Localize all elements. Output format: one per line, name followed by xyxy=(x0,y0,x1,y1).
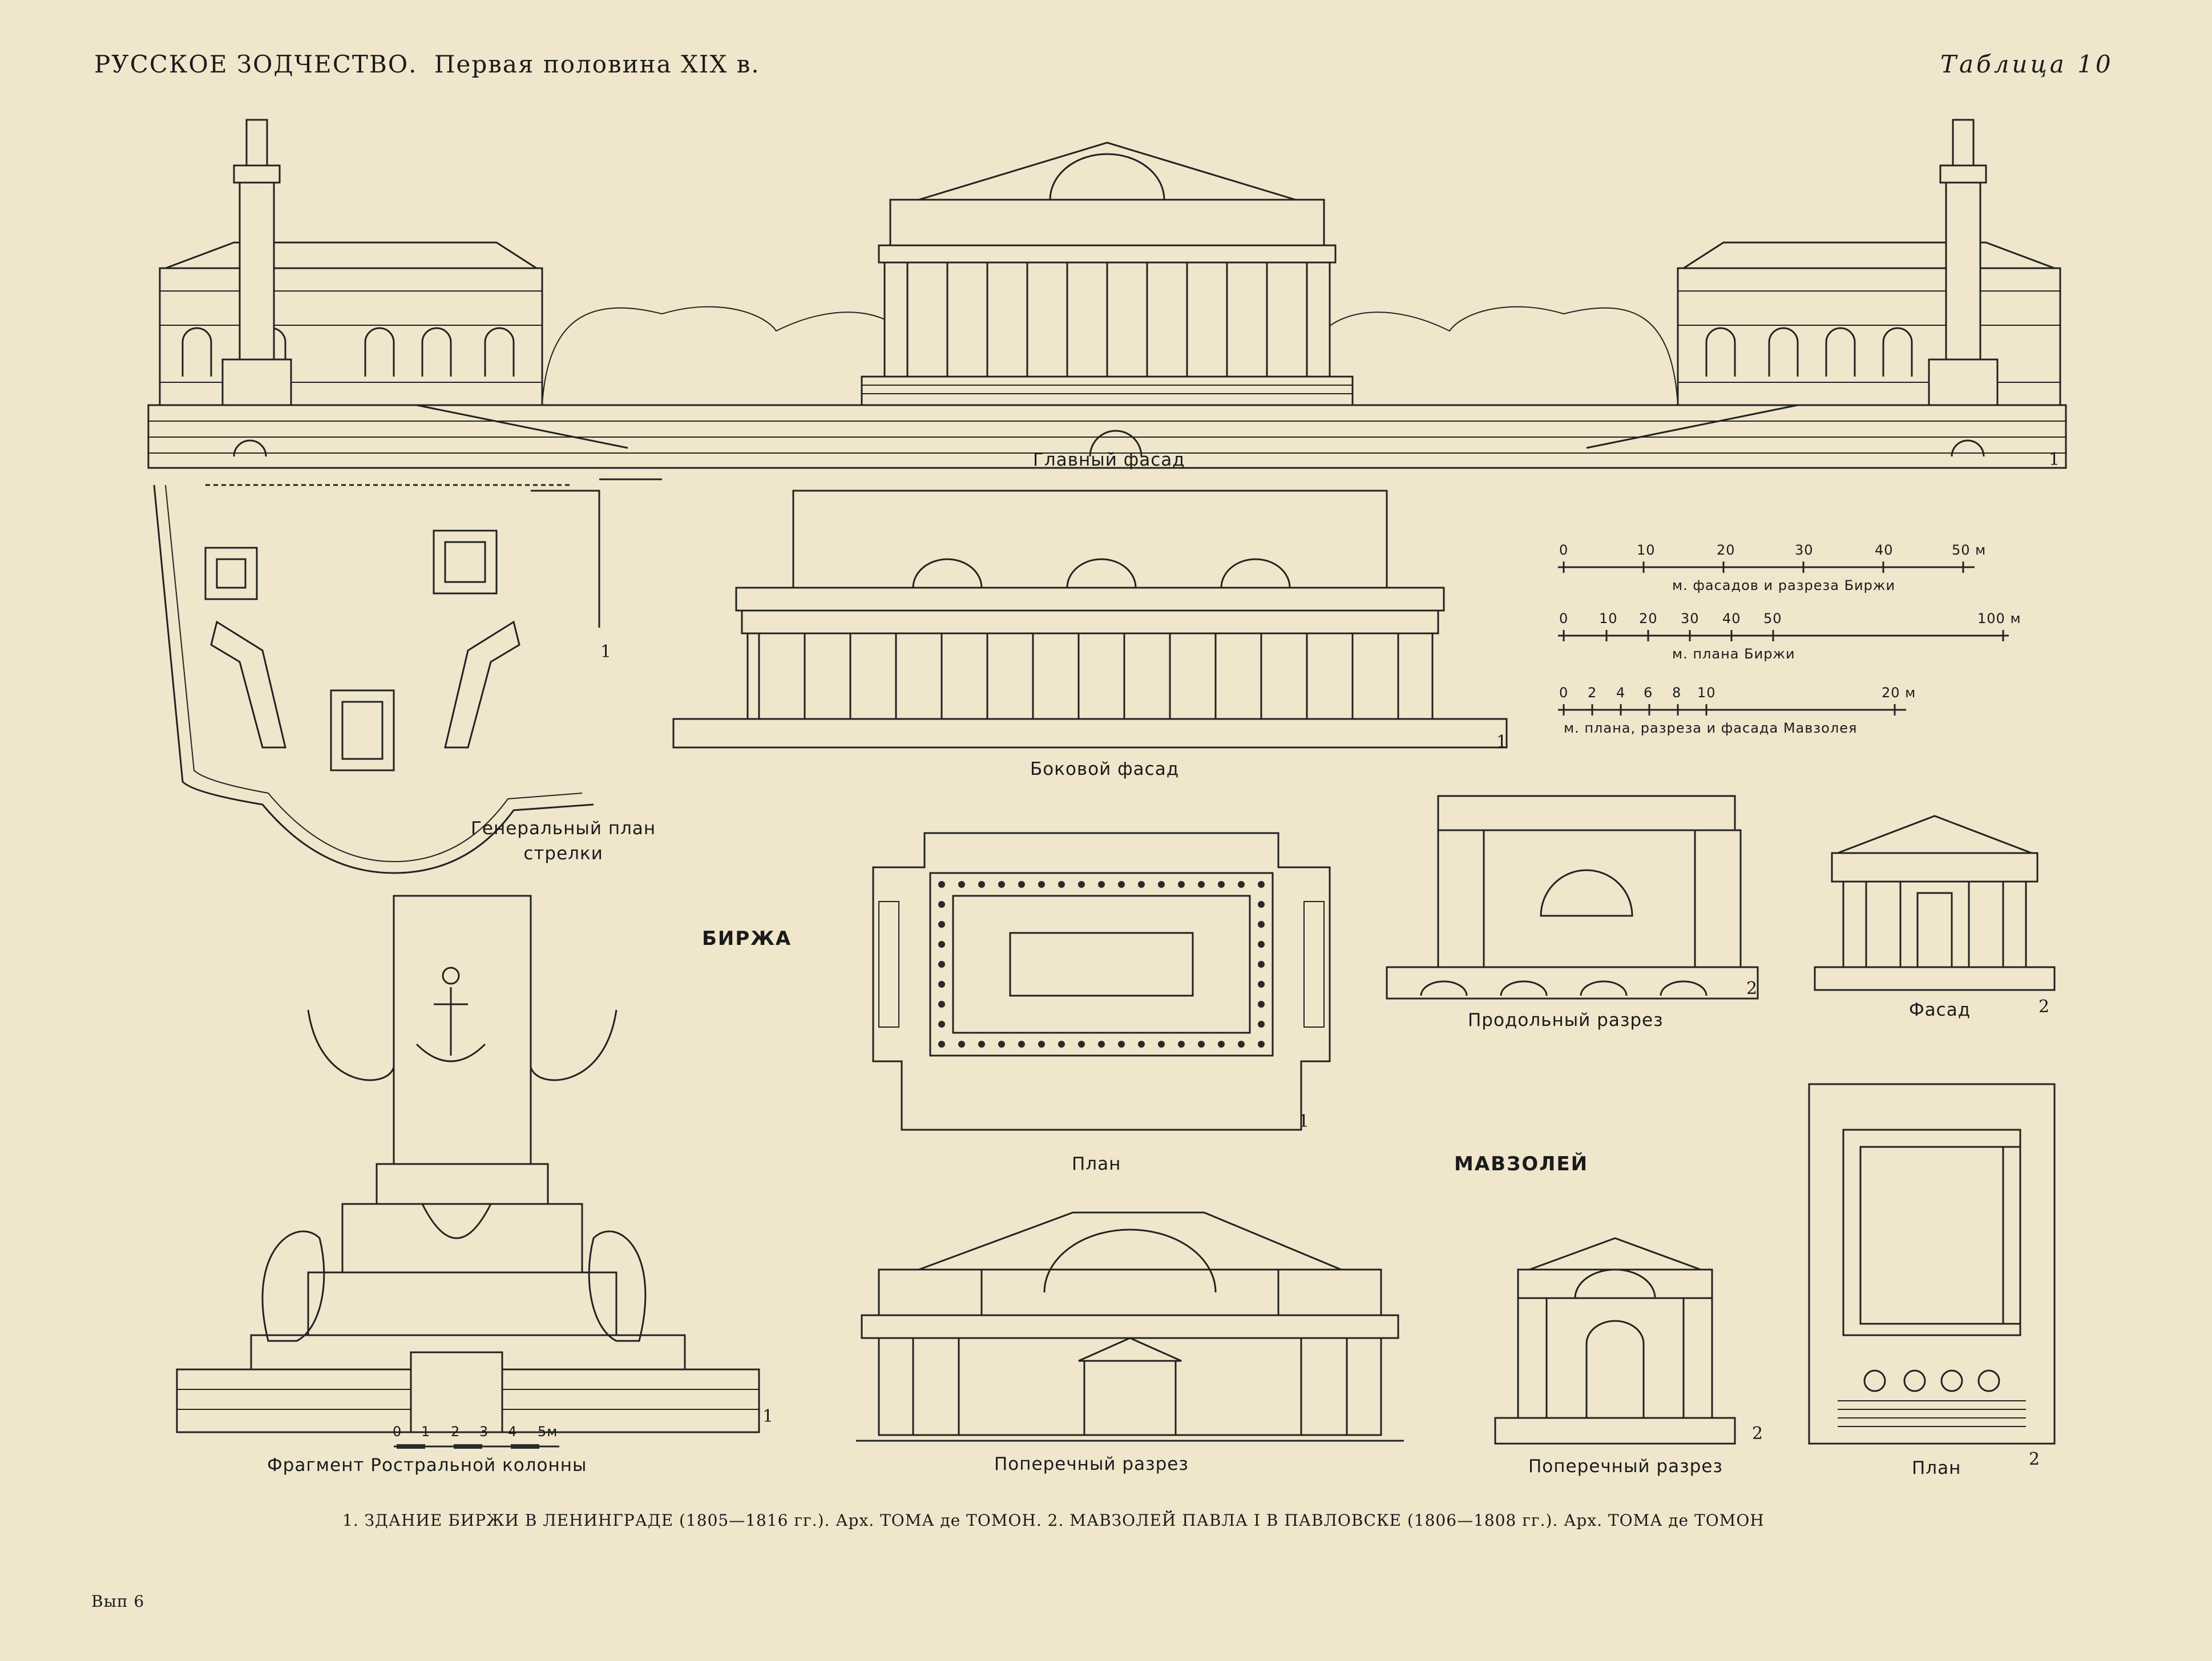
marker-2-long-section: 2 xyxy=(1746,979,1758,999)
scale4-tick-2: 2 xyxy=(451,1424,461,1440)
scale3-tick-4: 4 xyxy=(1616,685,1626,701)
cross-section-drawing xyxy=(856,1211,1404,1442)
marker-1-side: 1 xyxy=(1496,732,1508,752)
title-main: РУССКОЕ ЗОДЧЕСТВО. xyxy=(94,50,418,78)
marker-2-plan: 2 xyxy=(2029,1449,2040,1469)
marker-1-rostral: 1 xyxy=(762,1407,774,1426)
scale1-tick-40: 40 xyxy=(1875,542,1894,558)
table-number: Таблица 10 xyxy=(1940,50,2114,78)
scale-bar-rostral: 0 1 2 3 4 5м xyxy=(388,1424,605,1458)
title-sub: Первая половина XIX в. xyxy=(434,50,760,78)
issue-number: Вып 6 xyxy=(91,1592,145,1611)
mausoleum-cross-section-drawing xyxy=(1494,1237,1736,1445)
caption-side-facade: Боковой фасад xyxy=(1030,759,1180,779)
section-label-birzha: БИРЖА xyxy=(702,927,792,950)
marker-1-main: 1 xyxy=(2049,450,2060,470)
scale3-tick-20: 20 м xyxy=(1882,685,1916,701)
scale3-tick-6: 6 xyxy=(1644,685,1653,701)
caption-mausoleum-facade: Фасад xyxy=(1909,1000,1971,1020)
scale3-tick-0: 0 xyxy=(1559,685,1569,701)
scale1-label: м. фасадов и разреза Биржи xyxy=(1672,577,1896,593)
marker-2-facade: 2 xyxy=(2039,997,2050,1017)
scale-bar-facades: 0 10 20 30 40 50 м м. фасадов и разреза … xyxy=(1552,542,2020,605)
caption-general-plan: Генеральный план стрелки xyxy=(471,816,656,866)
caption-mausoleum-plan: План xyxy=(1912,1458,1961,1478)
page-title: РУССКОЕ ЗОДЧЕСТВО. Первая половина XIX в… xyxy=(94,50,760,78)
marker-1-birzha-plan: 1 xyxy=(1298,1112,1310,1131)
scale4-tick-5: 5м xyxy=(538,1424,558,1440)
main-facade-drawing xyxy=(147,119,2067,469)
caption-rostral-fragment: Фрагмент Ростральной колонны xyxy=(267,1455,587,1476)
general-plan-drawing xyxy=(153,478,662,874)
scale1-tick-10: 10 xyxy=(1637,542,1656,558)
scale2-tick-30: 30 xyxy=(1681,611,1700,627)
scale4-tick-1: 1 xyxy=(421,1424,431,1440)
section-label-mausoleum: МАВЗОЛЕЙ xyxy=(1454,1153,1589,1175)
side-facade-drawing xyxy=(672,490,1508,749)
scale3-tick-10: 10 xyxy=(1697,685,1716,701)
scale-bar-plan: 0 10 20 30 40 50 100 м м. плана Биржи xyxy=(1552,611,2066,673)
caption-birzha-plan: План xyxy=(1072,1154,1121,1174)
scale2-tick-100: 100 м xyxy=(1977,611,2021,627)
long-section-drawing xyxy=(1386,795,1759,1000)
caption-general-plan-line1: Генеральный план xyxy=(471,818,656,839)
caption-general-plan-line2: стрелки xyxy=(523,843,603,864)
scale2-tick-20: 20 xyxy=(1639,611,1658,627)
scale1-tick-0: 0 xyxy=(1559,542,1569,558)
scale4-tick-0: 0 xyxy=(393,1424,402,1440)
scale4-tick-4: 4 xyxy=(508,1424,518,1440)
scale2-tick-50: 50 xyxy=(1763,611,1782,627)
scale3-label: м. плана, разреза и фасада Мавзолея xyxy=(1564,720,1858,736)
scale2-tick-40: 40 xyxy=(1722,611,1741,627)
caption-long-section: Продольный разрез xyxy=(1468,1010,1664,1030)
scale1-tick-20: 20 xyxy=(1717,542,1735,558)
scale3-tick-8: 8 xyxy=(1672,685,1682,701)
scale2-tick-0: 0 xyxy=(1559,611,1569,627)
marker-1-plan: 1 xyxy=(600,642,612,662)
scale1-tick-50: 50 м xyxy=(1952,542,1987,558)
caption-cross-section: Поперечный разрез xyxy=(994,1454,1189,1474)
rostral-column-drawing xyxy=(176,895,760,1433)
caption-main-facade: Главный фасад xyxy=(1033,450,1185,470)
scale4-tick-3: 3 xyxy=(479,1424,489,1440)
birzha-plan-drawing xyxy=(872,832,1331,1131)
scale3-tick-2: 2 xyxy=(1588,685,1597,701)
mausoleum-facade-drawing xyxy=(1814,815,2056,991)
scale-bar-mausoleum: 0 2 4 6 8 10 20 м м. плана, разреза и фа… xyxy=(1552,685,2066,747)
scale2-label: м. плана Биржи xyxy=(1672,646,1795,662)
scale2-tick-10: 10 xyxy=(1599,611,1618,627)
marker-2-cross-section: 2 xyxy=(1752,1424,1763,1444)
mausoleum-plan-drawing xyxy=(1808,1083,2056,1445)
caption-mausoleum-cross-section: Поперечный разрез xyxy=(1528,1456,1723,1477)
footer-caption: 1. ЗДАНИЕ БИРЖИ В ЛЕНИНГРАДЕ (1805—1816 … xyxy=(342,1511,1765,1530)
scale1-tick-30: 30 xyxy=(1795,542,1814,558)
